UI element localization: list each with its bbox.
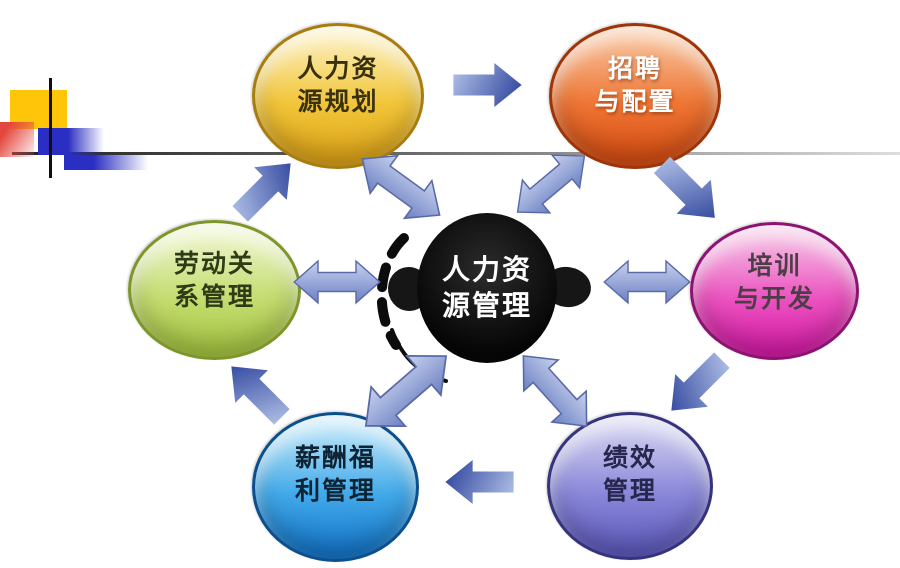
node-training-label: 培训 与开发 xyxy=(693,250,856,316)
label-line: 管理 xyxy=(602,476,657,505)
label-line: 人力资 xyxy=(441,253,532,285)
label-line: 源管理 xyxy=(441,290,532,321)
center-label: 人力资 源管理 xyxy=(442,252,532,325)
arrow-center-labor-relations xyxy=(293,260,381,304)
node-compensation-label: 薪酬福 利管理 xyxy=(255,442,416,508)
label-line: 系管理 xyxy=(173,283,255,312)
vertical-rule xyxy=(49,78,52,178)
node-labor-relations: 劳动关 系管理 xyxy=(128,220,301,360)
arrow-compensation-to-labor-relations xyxy=(214,349,299,434)
node-compensation: 薪酬福 利管理 xyxy=(252,412,419,562)
node-hr-planning: 人力资 源规划 xyxy=(252,23,424,169)
node-recruiting: 招聘 与配置 xyxy=(549,23,721,169)
arrow-center-training xyxy=(603,260,691,304)
arrow-labor-relations-to-planning xyxy=(223,146,308,231)
blue-square-lower xyxy=(64,155,148,170)
label-line: 招聘 xyxy=(607,54,662,83)
node-performance-label: 绩效 管理 xyxy=(550,442,710,508)
horizontal-rule xyxy=(12,152,900,155)
red-square xyxy=(0,122,34,157)
node-performance: 绩效 管理 xyxy=(547,412,713,560)
label-line: 薪酬福 xyxy=(294,444,376,473)
arrow-performance-to-compensation xyxy=(445,459,514,505)
label-line: 劳动关 xyxy=(173,250,255,279)
label-line: 人力资 xyxy=(297,54,379,83)
node-labor-relations-label: 劳动关 系管理 xyxy=(131,248,298,314)
label-line: 绩效 xyxy=(602,443,657,472)
label-line: 培训 xyxy=(747,252,802,281)
arrow-center-performance xyxy=(505,339,605,443)
label-line: 与配置 xyxy=(594,87,676,116)
node-hr-management-center: 人力资 源管理 xyxy=(417,213,557,363)
node-recruiting-label: 招聘 与配置 xyxy=(552,53,718,119)
label-line: 源规划 xyxy=(297,87,379,116)
arrow-center-planning xyxy=(347,139,455,235)
arrow-training-to-performance xyxy=(654,343,739,428)
label-line: 与开发 xyxy=(733,285,815,314)
arrow-center-recruiting xyxy=(503,138,599,230)
arrow-planning-to-recruiting xyxy=(453,62,522,108)
node-training: 培训 与开发 xyxy=(690,222,859,360)
label-line: 利管理 xyxy=(294,477,376,506)
arrow-recruiting-to-training xyxy=(644,147,732,235)
node-hr-planning-label: 人力资 源规划 xyxy=(255,53,421,119)
